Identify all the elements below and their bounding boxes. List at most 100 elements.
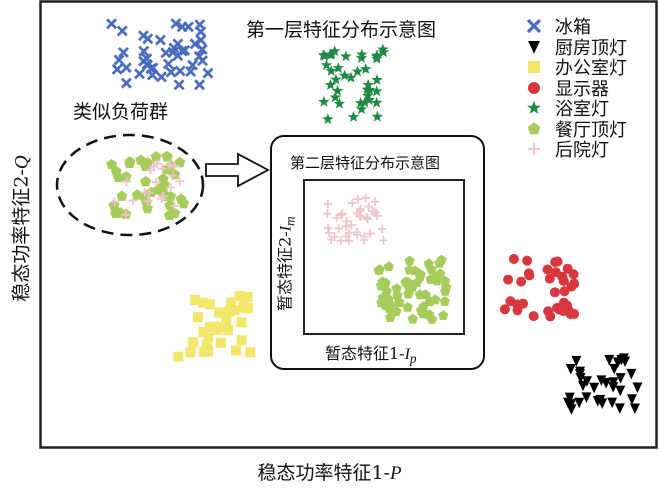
point-star [371, 85, 383, 97]
level2-x-title-var: I [404, 346, 410, 363]
point-star [363, 94, 376, 105]
level2-x-axis-title: 暂态特征1-Ip [325, 340, 417, 367]
point-x [120, 77, 132, 89]
point-star [329, 45, 341, 57]
point-x [195, 34, 207, 46]
point-star [333, 97, 346, 109]
point-square [238, 301, 249, 312]
point-down-triangle [564, 392, 575, 404]
point-down-triangle [609, 363, 620, 375]
point-star [324, 79, 337, 90]
point-x [187, 59, 199, 71]
point-star [377, 43, 389, 55]
point-square [173, 351, 184, 362]
point-star [340, 50, 352, 62]
point-x [138, 45, 150, 57]
point-plus [168, 171, 178, 181]
point-star [332, 62, 344, 73]
legend-label: 冰箱 [555, 17, 591, 39]
legend-item: 厨房顶灯 [525, 37, 627, 59]
point-pentagon [157, 173, 169, 184]
point-down-triangle [596, 375, 607, 386]
point-circle [562, 263, 573, 274]
point-x [138, 55, 150, 67]
point-star [325, 65, 337, 76]
point-plus [175, 176, 185, 186]
point-pentagon [174, 156, 186, 168]
point-star [362, 89, 374, 101]
point-plus [152, 159, 162, 169]
point-star [318, 50, 331, 61]
point-down-triangle [565, 363, 576, 375]
point-pentagon [140, 176, 152, 187]
point-down-triangle [618, 353, 629, 364]
point-plus [158, 164, 168, 174]
point-down-triangle [574, 397, 585, 409]
legend-label: 厨房顶灯 [555, 37, 627, 59]
point-square [236, 335, 247, 346]
point-square [229, 304, 240, 315]
point-circle [503, 274, 514, 285]
point-star [322, 113, 334, 125]
x-icon [526, 19, 542, 34]
point-square [188, 337, 199, 348]
point-pentagon [178, 197, 190, 209]
legend-label: 办公室灯 [555, 58, 627, 80]
y-axis-title-text: 稳态功率特征2- [10, 169, 33, 302]
point-star [330, 73, 342, 85]
point-circle [522, 255, 533, 266]
legend-label: 显示器 [555, 78, 609, 100]
point-down-triangle [581, 392, 592, 403]
point-circle [559, 286, 570, 297]
point-down-triangle [629, 403, 640, 414]
point-plus [151, 177, 161, 187]
point-pentagon [142, 157, 154, 168]
point-down-triangle [608, 382, 619, 393]
point-star [371, 110, 383, 122]
point-circle [518, 298, 529, 309]
x-axis-title-var: P [389, 463, 402, 484]
similar-load-group-label: 类似负荷群 [73, 101, 169, 123]
point-circle [542, 264, 553, 275]
point-down-triangle [614, 403, 625, 414]
level2-title: 第二层特征分布示意图 [290, 154, 441, 172]
legend-item: 餐厅顶灯 [525, 119, 627, 141]
point-pentagon [164, 199, 176, 211]
point-x [142, 33, 154, 45]
point-down-triangle [589, 382, 600, 394]
point-plus [143, 196, 153, 206]
point-circle [549, 287, 560, 298]
point-pentagon [164, 209, 175, 221]
point-x [134, 68, 146, 80]
point-square [222, 325, 233, 336]
point-circle [516, 276, 527, 287]
level2-y-axis-title: 暂态特征2-Im [271, 179, 298, 349]
square-icon [528, 61, 540, 74]
point-x [116, 25, 128, 37]
point-x [155, 71, 167, 83]
point-down-triangle [575, 372, 586, 384]
point-x [106, 18, 118, 30]
point-plus [110, 197, 120, 207]
point-square [226, 297, 237, 308]
point-square [201, 340, 212, 351]
point-plus [121, 210, 131, 220]
point-square [215, 337, 226, 348]
point-star [331, 84, 344, 96]
point-star [351, 65, 364, 77]
point-square [242, 291, 253, 302]
point-plus [169, 201, 179, 211]
point-star [338, 69, 351, 81]
legend-label: 餐厅顶灯 [555, 119, 627, 141]
star-icon [527, 101, 541, 115]
point-x [202, 67, 214, 79]
y-axis-title: 稳态功率特征2-Q [7, 104, 34, 354]
point-down-triangle [601, 378, 612, 389]
point-plus [146, 165, 156, 175]
point-pentagon [165, 190, 176, 202]
point-square [199, 347, 210, 358]
point-star [371, 96, 383, 108]
level2-x-title-sub: p [409, 351, 417, 367]
point-down-triangle [632, 382, 643, 393]
